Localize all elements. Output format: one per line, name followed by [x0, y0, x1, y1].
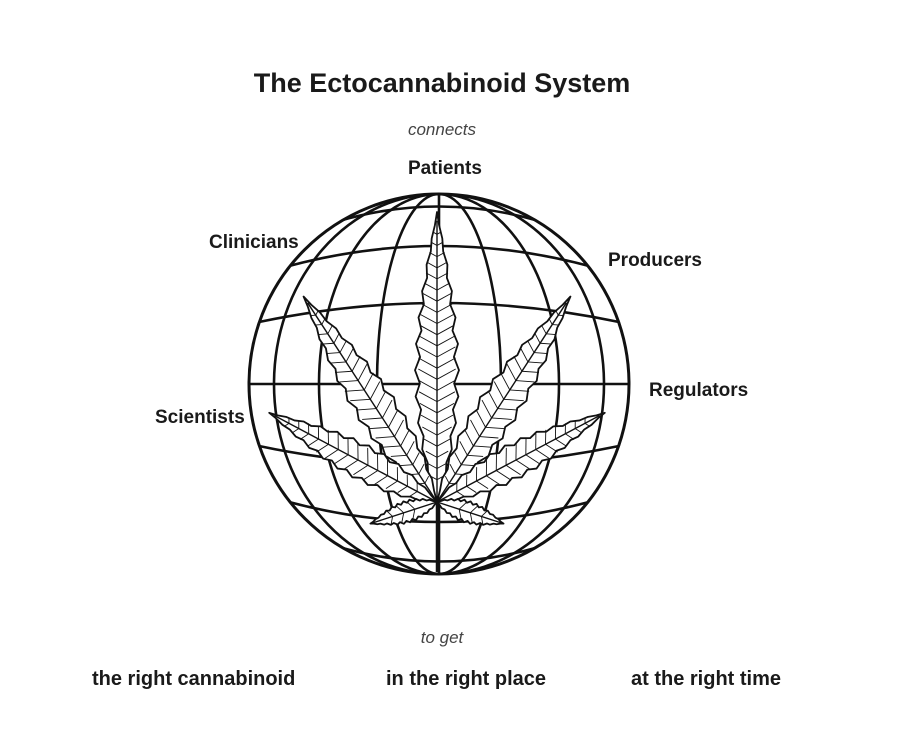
leaflet: [414, 211, 460, 503]
stakeholder-patients: Patients: [408, 158, 482, 179]
goal-right-place: in the right place: [386, 668, 547, 690]
page-title: The Ectocannabinoid System: [253, 68, 631, 98]
stakeholder-producers: Producers: [608, 250, 702, 271]
connects-text: connects: [407, 120, 477, 139]
leaflet: [369, 497, 438, 526]
goal-right-cannabinoid: the right cannabinoid: [92, 668, 296, 690]
to-get-text: to get: [420, 628, 464, 647]
leaflet: [436, 411, 606, 503]
globe-icon: [247, 192, 631, 576]
goal-right-time: at the right time: [631, 668, 782, 690]
leaflet: [436, 497, 505, 526]
stakeholder-scientists: Scientists: [155, 407, 245, 428]
leaflet: [302, 295, 438, 503]
leaflet: [436, 295, 572, 503]
cannabis-leaf-icon: [268, 211, 606, 572]
stakeholder-clinicians: Clinicians: [209, 232, 299, 253]
leaflet: [268, 411, 438, 503]
stakeholder-regulators: Regulators: [649, 380, 749, 401]
